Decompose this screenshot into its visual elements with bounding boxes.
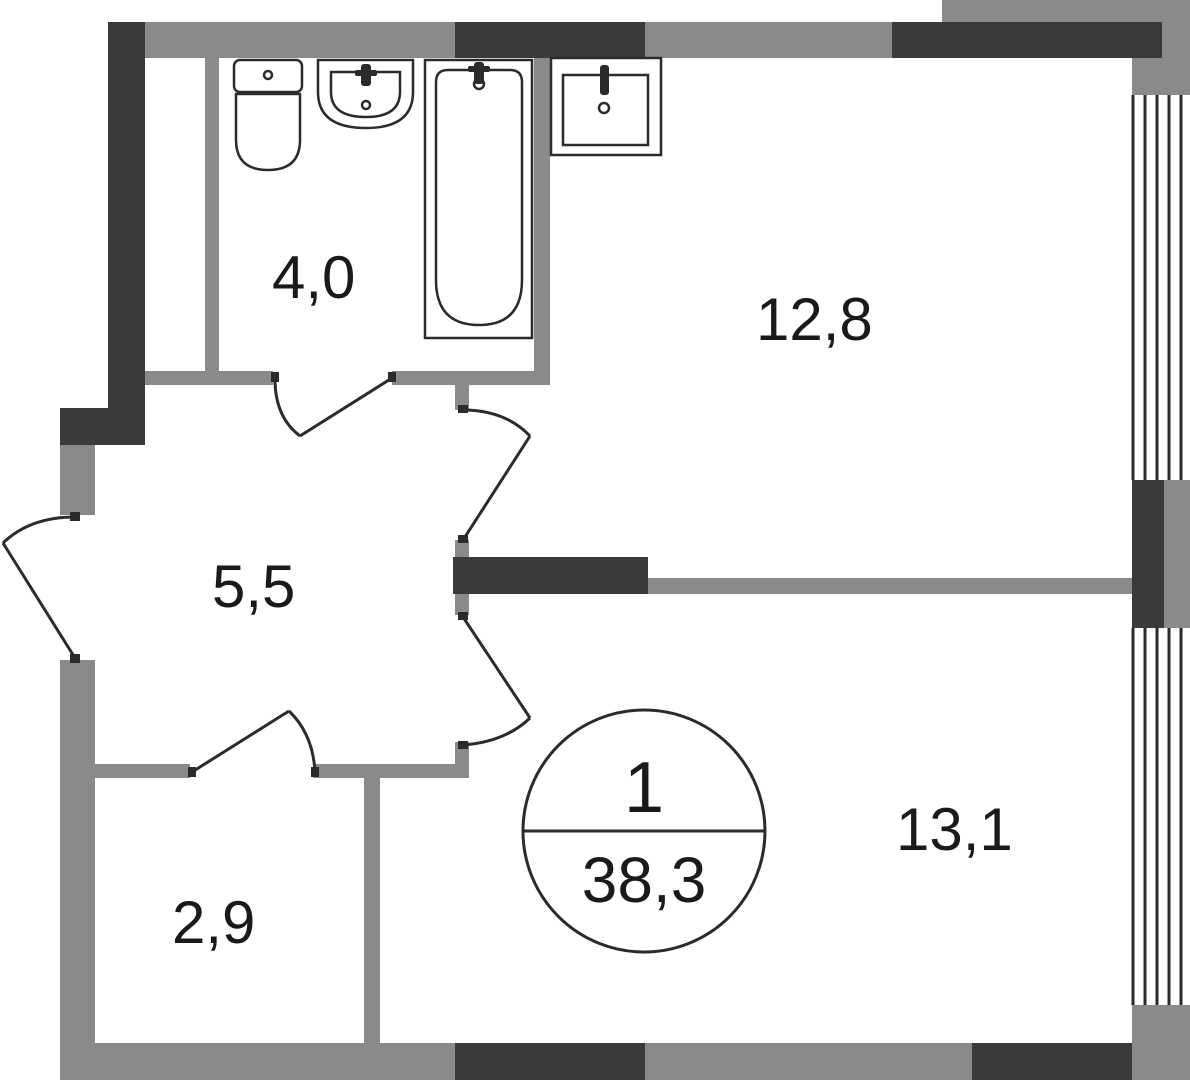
kitchen-sink-icon [549, 56, 663, 157]
bathroom-bottom-wall-2 [392, 371, 550, 385]
hall-right-wall-top [455, 385, 469, 410]
room-area-bedroom: 13,1 [896, 796, 1013, 863]
doors [1, 372, 532, 777]
bathroom-bottom-wall-1 [145, 371, 273, 385]
badge-total-area: 38,3 [582, 844, 707, 916]
room-area-storage: 2,9 [172, 889, 255, 956]
divider-light [648, 578, 1132, 594]
outer-walls [60, 0, 1190, 1080]
top-wall-cap [942, 0, 1190, 22]
washbasin-icon [316, 58, 415, 130]
door-storage [188, 709, 319, 777]
storage-right-wall [364, 778, 380, 1043]
bottom-right-corner [1132, 1005, 1190, 1080]
badge-room-count: 1 [624, 748, 664, 828]
door-wc [271, 372, 396, 438]
room-area-kitchen: 12,8 [756, 286, 873, 353]
top-wall-left [145, 22, 455, 58]
bottom-wall-dark-2 [972, 1043, 1162, 1080]
room-area-bathroom: 4,0 [272, 244, 355, 311]
window-lower [1131, 628, 1190, 1005]
door-bedroom [458, 612, 532, 749]
wc-partition [205, 58, 219, 373]
top-wall-dark-1 [455, 22, 645, 58]
bottom-wall-left [95, 1043, 455, 1080]
door-entrance [1, 512, 80, 663]
left-wall-upper [108, 22, 145, 445]
left-wall-jamb-bottom [60, 660, 95, 1080]
divider-dark [453, 557, 648, 594]
interior-walls [95, 58, 1132, 1043]
bathtub-icon [423, 58, 534, 340]
door-kitchen [458, 405, 532, 543]
left-wall-step [60, 408, 145, 445]
left-wall-jamb-top [60, 445, 95, 515]
window-upper [1131, 95, 1190, 480]
right-wall-pier-light [1164, 480, 1190, 628]
right-wall-pier-dark [1132, 480, 1164, 628]
bathroom-right-wall [534, 58, 550, 385]
top-right-corner-2 [1132, 58, 1190, 95]
bottom-wall-dark-1 [455, 1043, 645, 1080]
top-wall-mid [645, 22, 892, 58]
room-area-hallway: 5,5 [212, 553, 295, 620]
bottom-wall-mid [645, 1043, 972, 1080]
toilet-icon [232, 58, 304, 172]
top-wall-dark-2 [892, 22, 1162, 58]
storage-top-wall-2 [313, 764, 469, 778]
apartment-badge: 1 38,3 [521, 708, 767, 954]
storage-top-wall-1 [95, 764, 190, 778]
